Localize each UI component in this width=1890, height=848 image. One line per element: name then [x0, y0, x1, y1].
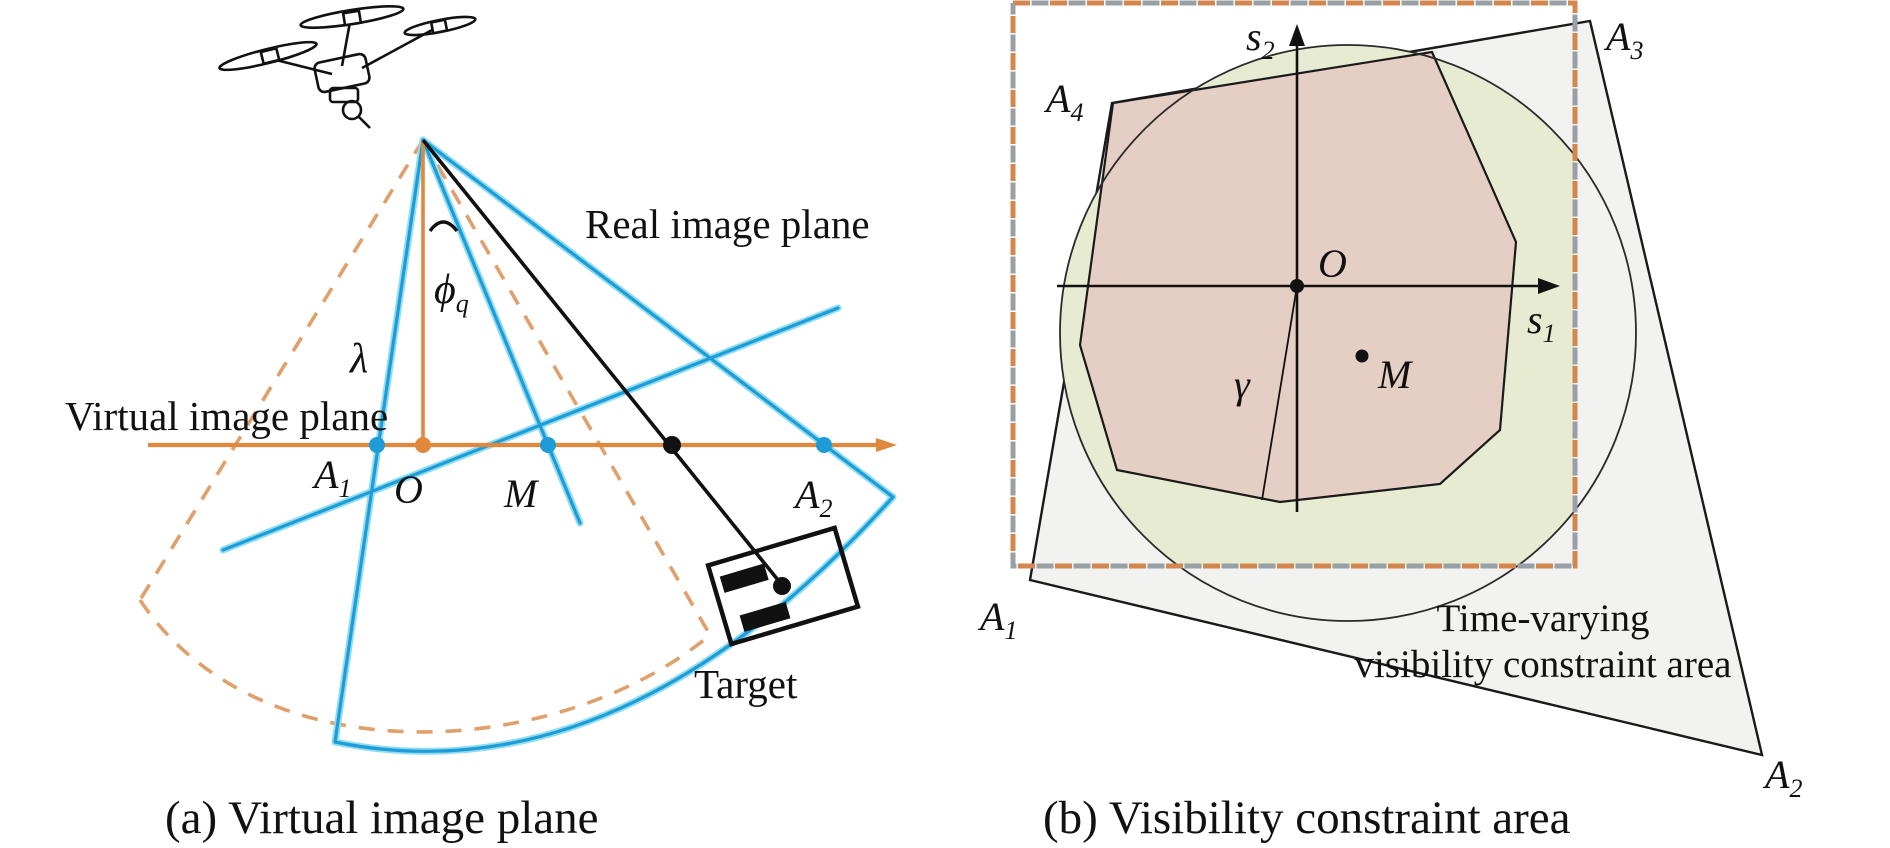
real-fov-lines — [221, 138, 895, 753]
virtual-fov-right-edge — [421, 139, 712, 636]
a2-label: A2 — [792, 472, 832, 523]
s1-arrowhead — [1538, 278, 1560, 294]
phi-q-label: ϕq — [434, 267, 469, 318]
gamma-segment — [1261, 285, 1298, 501]
panel-b: A4 A3 A1 A2 s1 s2 O M γ Time-varying vis… — [977, 0, 1802, 844]
caption-a: (a) Virtual image plane — [165, 792, 599, 844]
s2-arrowhead — [1289, 24, 1305, 46]
virtual-image-plane-label: Virtual image plane — [65, 393, 388, 439]
corner-a2-label: A2 — [1762, 752, 1802, 803]
area-annotation-line2: visibility constraint area — [1355, 643, 1732, 686]
fov-right-edge — [421, 138, 895, 499]
target-car — [705, 525, 861, 647]
real-image-plane-label: Real image plane — [585, 201, 870, 247]
corner-a3-label: A3 — [1603, 14, 1643, 65]
a1-label: A1 — [311, 452, 351, 503]
optical-axis-line — [421, 138, 582, 525]
origin-point — [1290, 279, 1304, 293]
lambda-label: λ — [348, 336, 368, 382]
point-o — [415, 437, 431, 453]
corner-a1-label: A1 — [977, 594, 1017, 645]
origin-label: O — [1318, 241, 1347, 286]
fov-arc — [333, 495, 895, 753]
drone-icon — [218, 5, 477, 129]
target-projection-point — [663, 436, 681, 454]
area-annotation-line1: Time-varying — [1436, 597, 1649, 640]
tilt-angle-arc — [428, 220, 459, 233]
phi-sub: q — [456, 289, 469, 318]
sight-line — [421, 138, 784, 587]
point-a1 — [369, 437, 385, 453]
target-label: Target — [694, 661, 798, 707]
target-point — [773, 577, 791, 595]
point-a2 — [816, 437, 832, 453]
panel-a: Virtual image plane Real image plane λ ϕ… — [65, 5, 897, 844]
caption-b: (b) Visibility constraint area — [1043, 792, 1571, 844]
dashed-square-orange — [1010, 0, 1578, 569]
s1-axis-label: s1 — [1527, 297, 1556, 348]
m-point-b — [1355, 349, 1369, 363]
o-label: O — [394, 467, 423, 512]
visibility-circle-outline — [1059, 44, 1637, 622]
virtual-fov-dashed-sector — [138, 139, 712, 734]
virtual-fov-arc — [138, 598, 712, 734]
m-label: M — [503, 471, 540, 516]
virtual-plane-arrowhead — [876, 438, 897, 452]
s2-axis-label: s2 — [1246, 14, 1275, 65]
corner-a4-label: A4 — [1043, 76, 1083, 127]
virtual-fov-left-edge — [138, 139, 425, 601]
real-image-plane-line — [221, 306, 840, 552]
point-m — [540, 437, 556, 453]
gamma-label: γ — [1234, 362, 1251, 407]
dashed-square-gray — [1010, 0, 1578, 569]
m-label-b: M — [1377, 352, 1414, 397]
phi-base: ϕ — [434, 267, 456, 313]
